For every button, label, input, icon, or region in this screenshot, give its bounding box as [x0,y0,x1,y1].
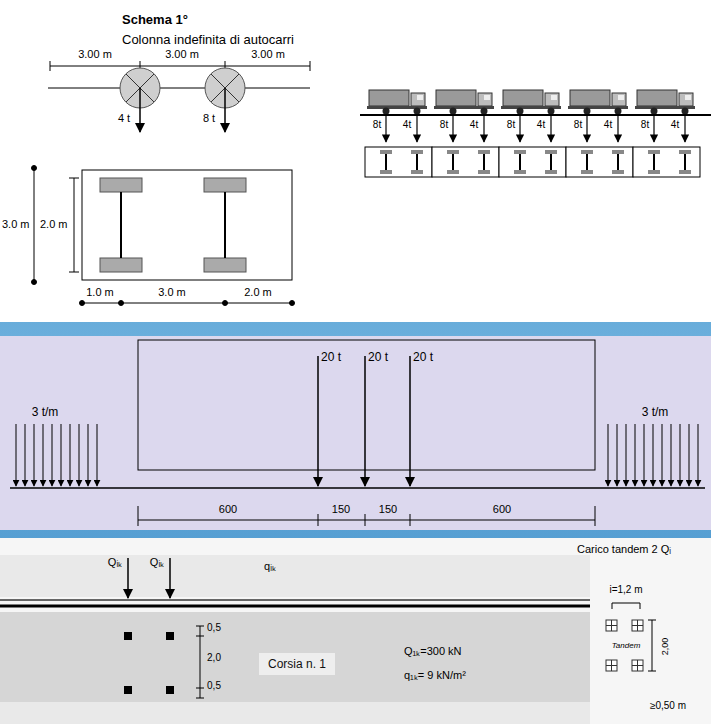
wheel-symbol [120,68,245,108]
load-label: 20 t [413,350,433,364]
lane-label: Corsia n. 1 [268,657,326,671]
axle-load: 4t [403,119,411,131]
axle-load: 4t [537,119,545,131]
dimension-label: 150 [379,503,397,516]
dimension-label: 1.0 m [86,286,114,299]
axle-load: 8t [574,119,582,131]
road-edge [0,599,590,601]
tandem-heading: Carico tandem 2 Qᵢ [577,543,671,556]
bracket [612,603,640,609]
dimension-line [196,626,204,698]
axle-load: 8t [641,119,649,131]
tandem-label: Tandem [612,641,641,651]
wheel-imprint [124,632,174,694]
lane-label-box: Corsia n. 1 [259,653,335,675]
dimension-label: 600 [219,503,237,516]
title: Schema 1° [122,12,188,28]
dimension-label: 0,5 [207,680,221,692]
dimension-label: 3.00 m [165,48,199,61]
dimension-line [138,506,595,526]
dimension-label: 600 [493,503,511,516]
load-label: Qᵢₖ [150,556,164,569]
load-label: Qᵢₖ [108,556,122,569]
dimension-line [648,620,656,671]
dimension-label: 2,0 [207,652,221,664]
dimension-line [32,166,295,306]
load-value: q₁ₖ= 9 kN/m² [404,669,466,682]
axle-load: 4t [604,119,612,131]
footprint-row [365,147,700,177]
vehicle-outline [138,340,595,470]
axle-load: 8t [373,119,381,131]
dimension-line [50,61,310,71]
wheel-imprint [606,620,643,671]
axle-load: 8 t [203,112,215,125]
panel [0,0,711,322]
wheel-footprint [100,178,246,272]
dimension-label: 2,00 [661,637,672,655]
load-arrow [386,116,685,142]
dimension-label: 150 [332,503,350,516]
axle-load: 4 t [118,112,130,125]
load-label: qᵢₖ [264,560,276,573]
load-value: Q₁ₖ=300 kN [404,645,462,658]
panel [0,336,711,530]
load-label: 3 t/m [642,405,669,419]
dimension-label: 3.00 m [251,48,285,61]
load-arrow [318,356,410,486]
load-label: 3 t/m [32,405,59,419]
dimension-label: 2.0 m [244,286,272,299]
axle-load: 8t [507,119,515,131]
lane [0,612,590,702]
panel [0,538,711,724]
dimension-label: ≥0,50 m [650,700,686,712]
load-label: 20 t [321,350,341,364]
subtitle: Colonna indefinita di autocarri [122,32,294,48]
distributed-load [16,424,698,486]
dimension-label: 0,5 [207,622,221,634]
dimension-label: 3.0 m [2,218,30,231]
load-label: 20 t [368,350,388,364]
dimension-label: i=1,2 m [609,584,642,596]
load-arrow [140,88,225,132]
footprint [82,170,292,280]
lane [0,702,590,724]
dimension-label: 2.0 m [40,218,68,231]
axle-load: 4t [671,119,679,131]
axle-line [48,88,310,89]
axle-load: 4t [470,119,478,131]
dimension-label: 3.0 m [158,286,186,299]
baseline [10,487,705,489]
road-edge [0,605,590,608]
truck-symbol [367,90,695,115]
dimension-label: 3.00 m [78,48,112,61]
axle-load: 8t [440,119,448,131]
deck-line [360,114,711,116]
road-band [0,555,590,597]
